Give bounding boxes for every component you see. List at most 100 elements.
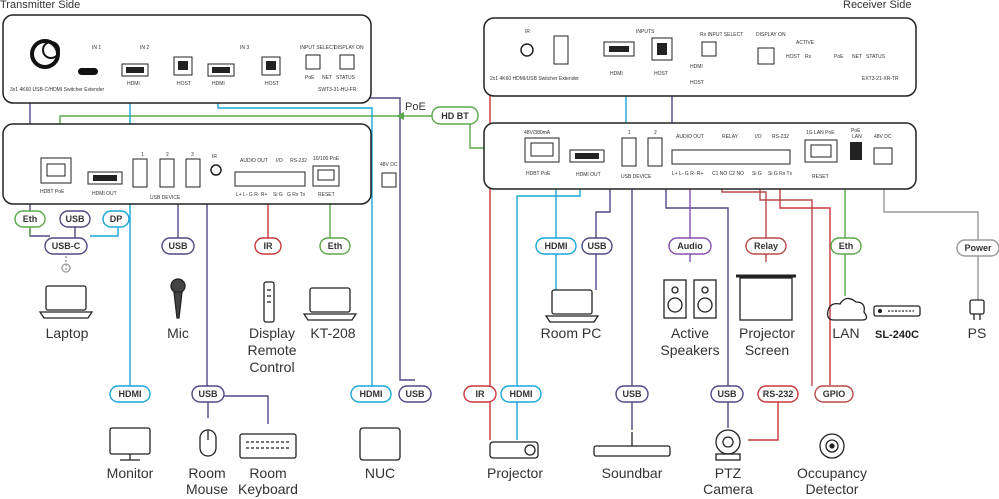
projector-screen-icon — [736, 274, 796, 321]
rx-usb-device-2 — [647, 137, 663, 167]
tx-in2-host-label: HOST — [177, 81, 191, 87]
room-pc-label: Room PC — [541, 325, 602, 341]
tx-input-select-label: INPUT SELECT — [300, 45, 336, 51]
relay-cable-text: Relay — [754, 241, 778, 251]
rx-audio-out-label: AUDIO OUT — [676, 134, 704, 140]
tx-hdbt-label: HDBT PoE — [40, 189, 65, 195]
usb-soundbar-cable-label: USB — [615, 385, 649, 403]
screen-label-2: Screen — [745, 342, 789, 358]
mouse-label-2: Mouse — [186, 481, 228, 497]
tx-front-panel: 3x1 4K60 USB-C/HDMI Switcher Extender SW… — [2, 14, 372, 104]
laptop-label: Laptop — [46, 325, 89, 341]
device-icons — [38, 263, 985, 461]
projector-icon — [489, 441, 539, 459]
hdbt-arrow-icon — [396, 112, 404, 120]
monitor-label: Monitor — [107, 465, 154, 481]
cloud-icon — [826, 297, 868, 321]
hdbt-label: HD BT — [441, 111, 469, 121]
sl240c-label: SL-240C — [875, 329, 919, 341]
ptz-label-1: PTZ — [715, 465, 742, 481]
monitor-icon — [109, 427, 151, 461]
power-cable-text: Power — [964, 243, 992, 253]
room-pc-icon — [544, 289, 600, 323]
relay-cable-label: Relay — [745, 237, 787, 255]
keyboard-icon — [239, 433, 297, 459]
tx-usb-device-1 — [132, 158, 148, 188]
ir-proj-cable-label: IR — [463, 385, 497, 403]
power-cable-label: Power — [956, 239, 999, 257]
tx-display-on-button[interactable] — [339, 54, 355, 70]
dp-laptop-cable-text: DP — [110, 214, 123, 224]
rx-power-port — [873, 147, 893, 165]
rx-description: 2x1 4K60 HDMI/USB Switcher Extender — [490, 76, 579, 82]
tx-lan-port — [312, 165, 340, 187]
tx-usb-num-1: 1 — [141, 152, 144, 158]
soundbar-icon — [593, 432, 671, 457]
eth-lan-cable-text: Eth — [839, 241, 854, 251]
audio-cable-label: Audio — [668, 237, 712, 255]
rx-terminal-block — [671, 149, 791, 165]
network-switch-icon — [873, 305, 921, 317]
rx-input-select-button[interactable] — [701, 41, 717, 57]
tx-usb-num-3: 3 — [191, 152, 194, 158]
tx-in3-label: IN 3 — [240, 45, 249, 51]
rx-usb-front — [553, 35, 569, 65]
rx-input-select-label: Rx INPUT SELECT — [700, 32, 743, 38]
lan-label: LAN — [832, 325, 859, 341]
tx-power-port — [381, 172, 397, 188]
usb-peripheral-cable-label: USB — [191, 385, 225, 403]
hdmi-monitor-cable-label: HDMI — [109, 385, 151, 403]
usb-laptop-cable-label: USB — [59, 210, 91, 228]
hdmi-proj-cable-label: HDMI — [500, 385, 542, 403]
rx-poe-switch[interactable] — [850, 142, 862, 160]
speakers-label-2: Speakers — [660, 342, 719, 358]
tx-in2-hdmi-port — [121, 63, 149, 77]
rx-lan-label: 1G LAN PoE — [806, 130, 835, 136]
usbc-cable-text: USB-C — [52, 241, 81, 251]
receiver-header: Receiver Side — [843, 0, 911, 11]
tx-usbc-port — [78, 68, 98, 75]
rx-led-net: NET — [852, 54, 862, 60]
hdmi-nuc-cable-label: HDMI — [350, 385, 392, 403]
mouse-icon — [199, 429, 217, 457]
tx-io-label: I/O — [276, 158, 283, 164]
hdbt-pill: HD BT — [431, 106, 479, 125]
usb-peripheral-cable-text: USB — [198, 389, 218, 399]
hdmi-monitor-cable-text: HDMI — [119, 389, 142, 399]
tx-audio-out-label: AUDIO OUT — [240, 158, 268, 164]
tx-hdmi-out-label: HDMI OUT — [92, 191, 117, 197]
rx-usb-device-label: USB DEVICE — [621, 174, 652, 180]
rx-usb-num-1: 1 — [628, 130, 631, 136]
rx-inputs-label: INPUTS — [636, 29, 655, 35]
rx-io-label: I/O — [755, 134, 762, 140]
tx-hdbt-port — [40, 157, 72, 184]
rx-host-port — [651, 37, 673, 61]
rx-rs232-label: RS-232 — [772, 134, 789, 140]
rx-hdmi-out-label: HDMI OUT — [576, 172, 601, 178]
remote-control-icon — [263, 281, 275, 323]
tx-terminal-block — [234, 171, 306, 187]
keyboard-label-2: Keyboard — [238, 481, 298, 497]
nuc-label: NUC — [365, 465, 395, 481]
usb-soundbar-cable-text: USB — [622, 389, 642, 399]
rx-display-on-button[interactable] — [757, 47, 775, 65]
tx-input-select-button[interactable] — [305, 54, 321, 70]
occupancy-sensor-icon — [819, 433, 845, 459]
tx-usb-device-3 — [185, 158, 201, 188]
speakers-icon — [663, 279, 717, 319]
rx-hdbt-label: HDBT PoE — [526, 171, 551, 177]
audio-cable-text: Audio — [677, 241, 703, 251]
rx-io-pins: Si G — [752, 171, 762, 177]
rx-relay-label: RELAY — [722, 134, 739, 140]
ptz-label-2: Camera — [703, 481, 753, 497]
rx-active-host: HOST — [786, 54, 800, 60]
tx-led-status: STATUS — [336, 75, 356, 81]
tx-io-pins: Si G — [273, 192, 283, 198]
eth-lan-cable-label: Eth — [830, 237, 862, 255]
rx-reset-label: RESET — [812, 174, 829, 180]
keyboard-label-1: Room — [249, 465, 286, 481]
ptz-camera-icon — [715, 429, 741, 461]
ps-label: PS — [968, 325, 987, 341]
eth-laptop-cable-label: Eth — [14, 210, 46, 228]
rx-power-in-label: 48V/380mA — [524, 130, 551, 136]
